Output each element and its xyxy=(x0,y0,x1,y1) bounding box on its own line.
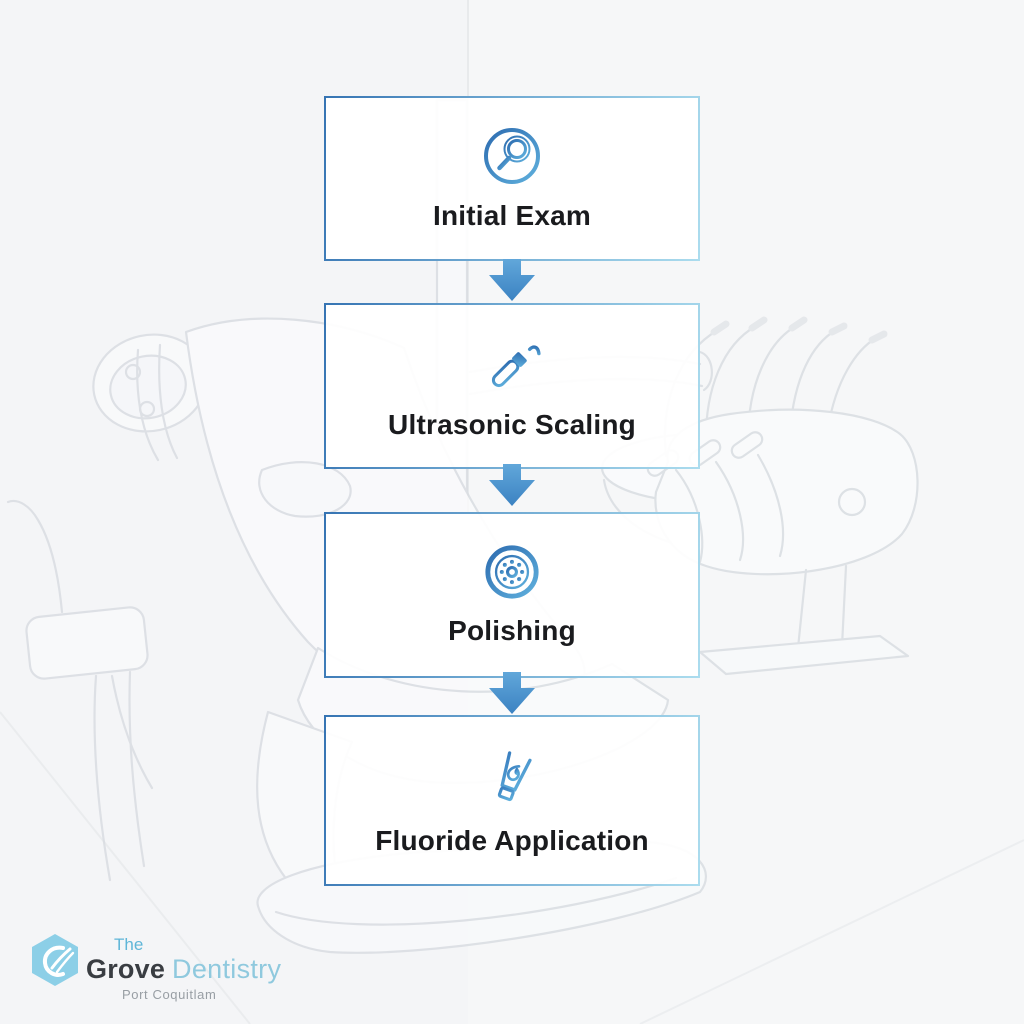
down-arrow-icon xyxy=(489,464,535,506)
polishing-disc-icon xyxy=(483,543,541,601)
step-box-ultrasonic-scaling: Ultrasonic Scaling xyxy=(324,303,700,469)
clinic-logo: The Grove Dentistry Port Coquitlam xyxy=(32,934,281,1002)
step-box-fluoride-application: Fluoride Application xyxy=(324,715,700,886)
step-label: Polishing xyxy=(448,615,576,647)
step-box-polishing: Polishing xyxy=(324,512,700,678)
step-box-initial-exam: Initial Exam xyxy=(324,96,700,261)
logo-hexagon-icon xyxy=(32,934,78,986)
logo-brand-accent: Dentistry xyxy=(172,954,282,984)
step-label: Initial Exam xyxy=(432,199,591,231)
logo-brand-main: Grove xyxy=(86,954,166,984)
scaler-tool-icon xyxy=(480,331,544,395)
fluoride-tube-icon xyxy=(479,745,545,811)
down-arrow-icon xyxy=(489,259,535,301)
down-arrow-icon xyxy=(489,672,535,714)
step-label: Fluoride Application xyxy=(375,824,649,856)
step-label: Ultrasonic Scaling xyxy=(388,409,636,441)
logo-text: The Grove Dentistry Port Coquitlam xyxy=(86,934,281,1002)
magnifier-icon xyxy=(482,126,542,186)
logo-brand-top: The xyxy=(114,935,144,954)
logo-tagline: Port Coquitlam xyxy=(122,987,217,1002)
